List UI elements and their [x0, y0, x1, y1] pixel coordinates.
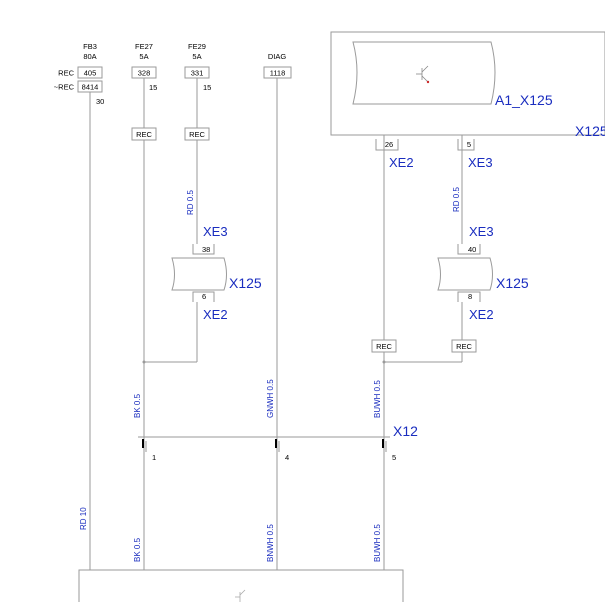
right-connector-x125: XE3 40 X125 8 XE2: [437, 224, 529, 322]
left-connector-shape: [171, 257, 227, 291]
wire-label-rd05-right: RD 0.5: [452, 187, 461, 212]
wire-label-gnwh05: GNWH 0.5: [266, 379, 275, 418]
svg-text:5: 5: [467, 140, 471, 149]
bottom-component-frame: [78, 569, 404, 602]
fuse-fb3: FB3 80A 405 8414 REC ~REC 30: [54, 42, 105, 106]
fuse-fb3-name: FB3: [83, 42, 97, 51]
module-connector-name: X125: [575, 123, 605, 139]
rec-label-fe27: REC: [136, 130, 152, 139]
row-label-rec: REC: [58, 69, 74, 78]
wire-label-rd05-left: RD 0.5: [186, 190, 195, 215]
fuse-fb3-code-box: [77, 66, 103, 79]
splice-x12: X12 1 4 5: [138, 423, 418, 462]
right-connector-bottom-pin: 8: [468, 292, 472, 301]
bottom-component: [78, 569, 404, 602]
rec-box-fe27: [131, 127, 157, 141]
fuse-fb3-code: 405: [84, 69, 97, 78]
rec-box-right: [451, 339, 477, 353]
wire-label-bnwh05: BNWH 0.5: [266, 524, 275, 562]
fuse-fb3-pin: 30: [96, 97, 104, 106]
fuse-fe29-rating: 5A: [192, 52, 201, 61]
left-connector-bottom-group: XE2: [203, 307, 228, 322]
module-pin-26-group: XE2: [389, 155, 414, 170]
rec-label-fe29: REC: [189, 130, 205, 139]
bottom-transistor-icon: [235, 589, 246, 602]
fuse-fe29: FE29 5A 331 15: [184, 42, 211, 92]
fuse-fe29-pin: 15: [203, 83, 211, 92]
rec-box-fe29: [184, 127, 210, 141]
diag-code: 1118: [270, 69, 286, 78]
wire-label-buwh05-bottom: BUWH 0.5: [373, 524, 382, 562]
wire-label-bk05-bottom: BK 0.5: [133, 537, 142, 562]
svg-text:26: 26: [385, 140, 393, 149]
right-connector-name: X125: [496, 275, 529, 291]
fuse-fe29-name: FE29: [188, 42, 206, 51]
right-connector-bottom-group: XE2: [469, 307, 494, 322]
left-connector-name: X125: [229, 275, 262, 291]
right-connector-shape: [437, 257, 493, 291]
fuse-fe27-code: 328: [138, 69, 151, 78]
row-label-not-rec: ~REC: [54, 83, 75, 92]
module-pin-5-group: XE3: [468, 155, 493, 170]
left-connector-bottom-pin: 6: [202, 292, 206, 301]
module-pin-26: 26 XE2: [375, 139, 414, 170]
fuse-fb3-rating: 80A: [83, 52, 96, 61]
module-name: A1_X125: [495, 92, 553, 108]
splice-pin-4: 4: [285, 453, 289, 462]
module-pin-5: 5 XE3: [457, 139, 493, 170]
transistor-icon: [416, 65, 429, 83]
splice-pin-5: 5: [392, 453, 396, 462]
right-connector-top-pin: 40: [468, 245, 476, 254]
diag-terminal: DIAG 1118: [263, 52, 292, 79]
rec-box-left: [371, 339, 397, 353]
fuse-fb3-code2: 8414: [82, 83, 99, 92]
left-connector-x125: XE3 38 X125 6 XE2: [171, 224, 262, 322]
left-connector-top-pin: 38: [202, 245, 210, 254]
wire-label-buwh05-top: BUWH 0.5: [373, 380, 382, 418]
module-a1: A1_X125 X125: [330, 31, 605, 139]
splice-name: X12: [393, 423, 418, 439]
left-connector-top-group: XE3: [203, 224, 228, 239]
rec-label-right: REC: [456, 342, 472, 351]
fuse-fe27-name: FE27: [135, 42, 153, 51]
splice-pin-1: 1: [152, 453, 156, 462]
transistor-dot-icon: [426, 80, 430, 84]
wire-label-bk05-top: BK 0.5: [133, 393, 142, 418]
splice-dot-left: [142, 360, 146, 364]
rec-label-left: REC: [376, 342, 392, 351]
right-connector-top-group: XE3: [469, 224, 494, 239]
module-connector-shape: [352, 41, 496, 105]
wire-label-rd10: RD 10: [79, 507, 88, 530]
fuse-fe29-code: 331: [191, 69, 204, 78]
splice-dot-right: [382, 360, 386, 364]
fuse-fe27-rating: 5A: [139, 52, 148, 61]
module-outer-frame: [330, 31, 605, 136]
fuse-fe27-pin: 15: [149, 83, 157, 92]
diag-name: DIAG: [268, 52, 287, 61]
fuse-fe27: FE27 5A 328 15: [131, 42, 157, 92]
